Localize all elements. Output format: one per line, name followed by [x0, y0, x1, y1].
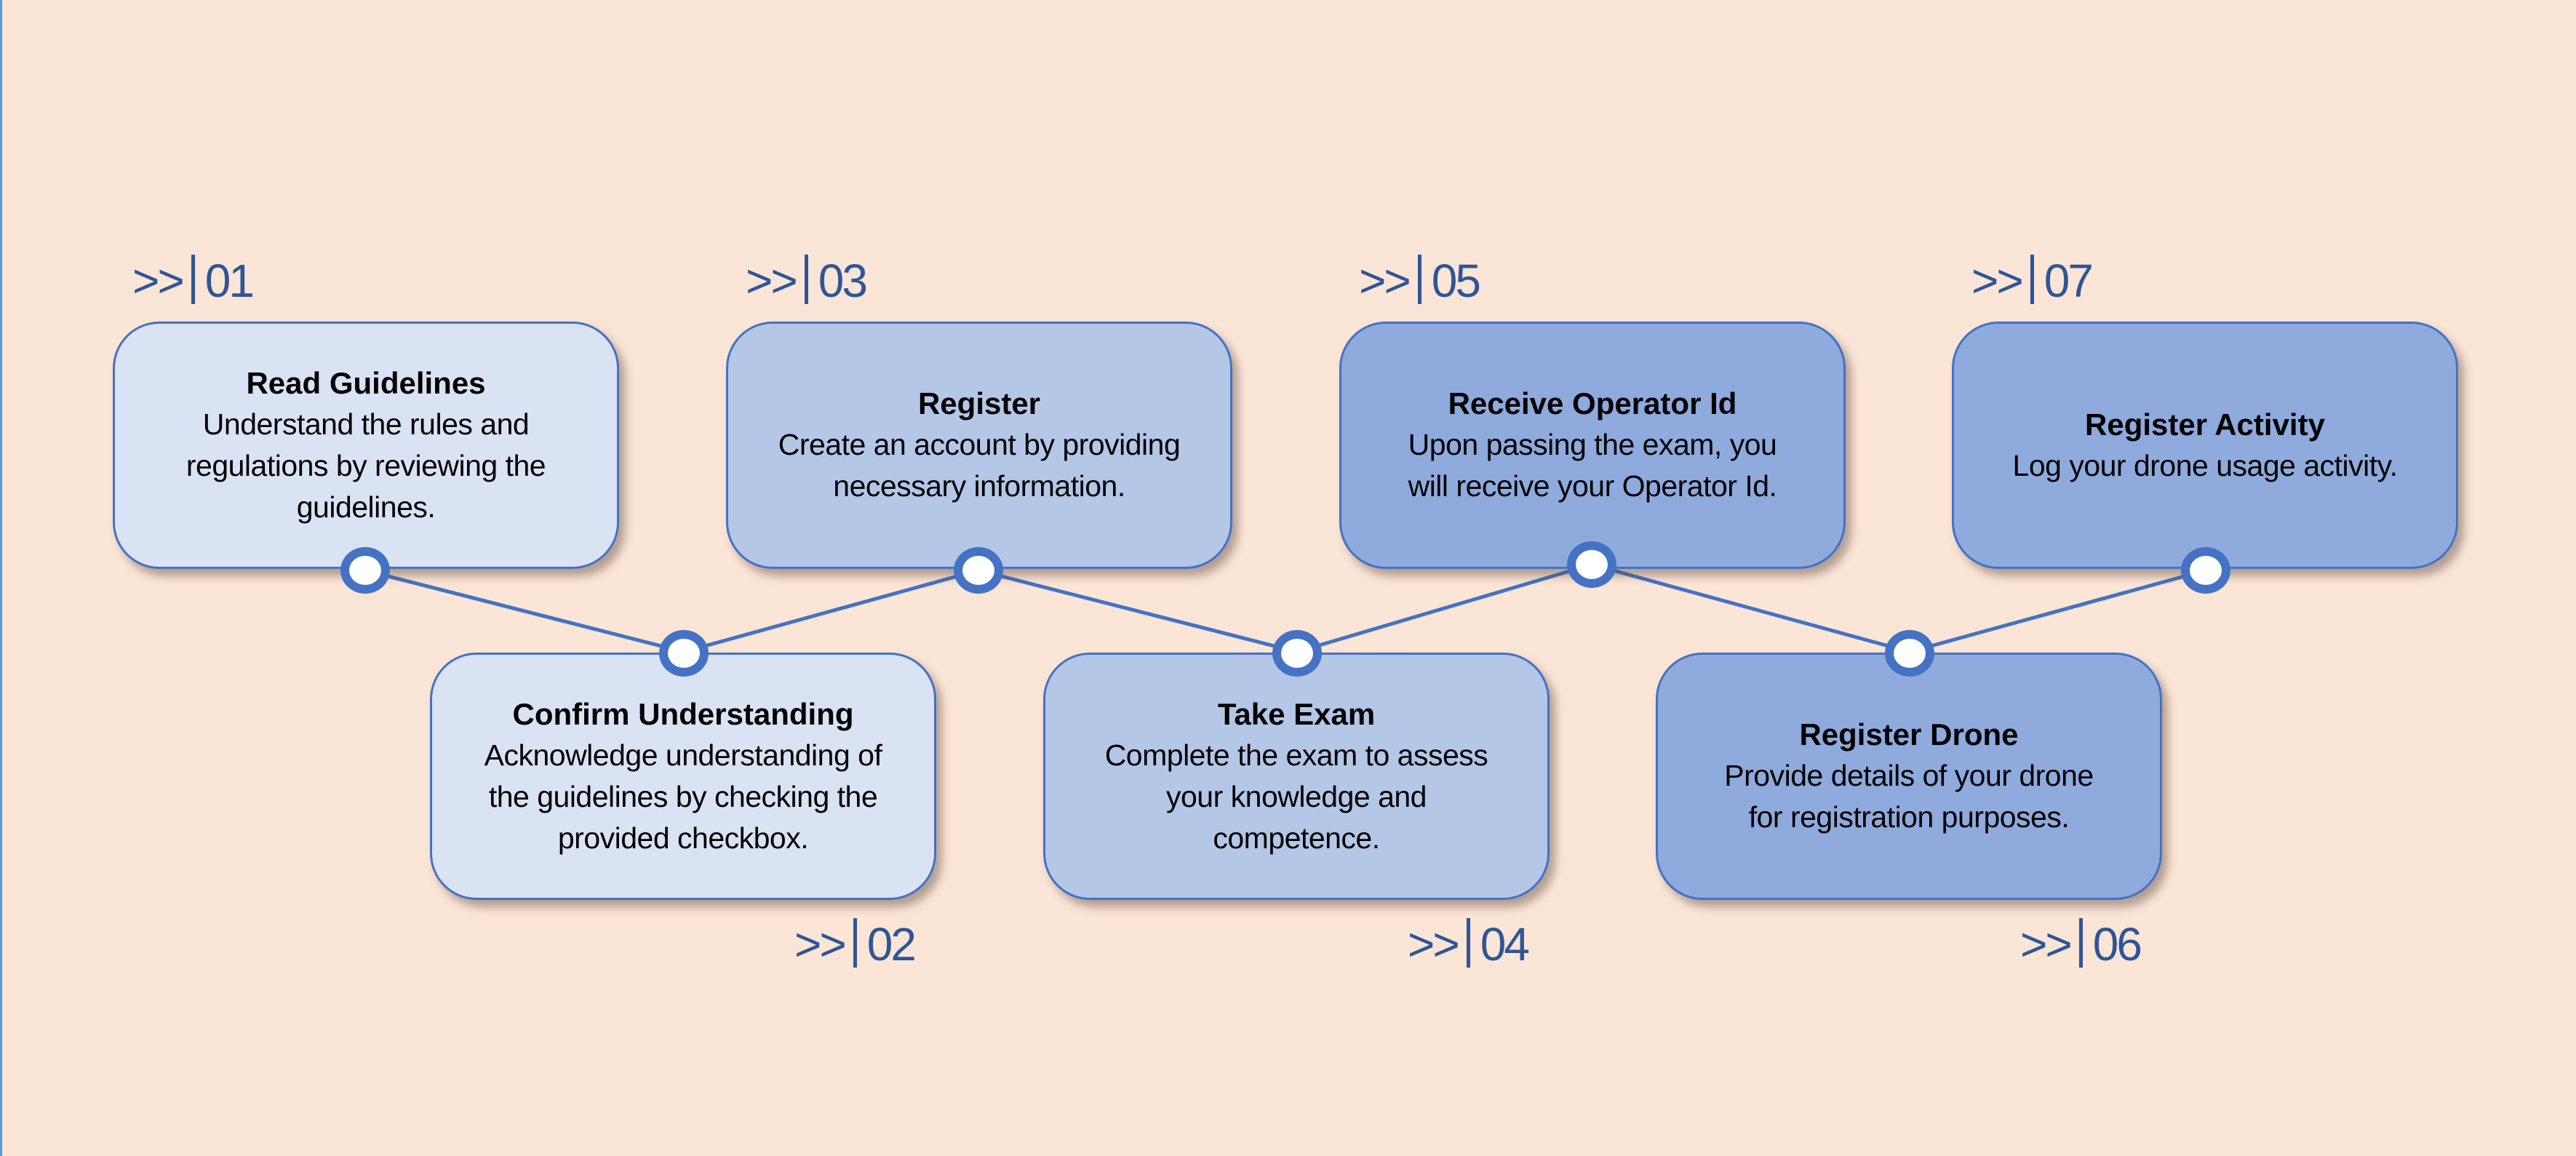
node-circle — [659, 630, 709, 677]
chevron-icon: >> — [794, 918, 847, 970]
step-card-confirm-understanding: Confirm Understanding Acknowledge unders… — [430, 653, 936, 900]
chevron-icon: >> — [1971, 255, 2024, 307]
node-circle — [340, 547, 390, 594]
step-title: Confirm Understanding — [512, 696, 854, 731]
step-number-01: >>01 — [132, 255, 255, 307]
chevron-icon: >> — [746, 255, 798, 307]
node-circle — [1272, 630, 1322, 677]
step-number-04: >>04 — [1408, 918, 1530, 970]
divider-bar — [1466, 918, 1470, 968]
step-number-02: >>02 — [794, 918, 917, 970]
step-number-03: >>03 — [746, 255, 868, 307]
left-edge-line — [0, 0, 2, 1156]
step-card-register-activity: Register Activity Log your drone usage a… — [1952, 322, 2458, 569]
chevron-icon: >> — [2020, 918, 2073, 970]
node-circle — [954, 547, 1003, 594]
divider-bar — [2078, 918, 2083, 968]
divider-bar — [2030, 255, 2034, 304]
step-description: Understand the rules and regulations by … — [186, 407, 546, 524]
node-circle — [1885, 630, 1934, 677]
divider-bar — [804, 255, 808, 304]
step-description: Complete the exam to assess your knowled… — [1104, 738, 1488, 855]
step-description: Acknowledge understanding of the guideli… — [484, 738, 882, 855]
step-card-receive-operator-id: Receive Operator Id Upon passing the exa… — [1339, 322, 1846, 569]
step-description: Create an account by providing necessary… — [778, 428, 1181, 503]
step-title: Receive Operator Id — [1448, 386, 1737, 420]
step-card-register-drone: Register Drone Provide details of your d… — [1656, 653, 2162, 900]
chevron-icon: >> — [132, 255, 185, 307]
step-title: Register Activity — [2085, 407, 2325, 442]
step-card-take-exam: Take Exam Complete the exam to assess yo… — [1043, 653, 1550, 900]
step-title: Register — [917, 386, 1041, 420]
divider-bar — [191, 255, 195, 304]
node-circle — [1567, 541, 1616, 588]
step-description: Log your drone usage activity. — [2012, 448, 2398, 482]
step-number-07: >>07 — [1971, 255, 2094, 307]
step-number-06: >>06 — [2020, 918, 2142, 970]
step-description: Provide details of your drone for regist… — [1724, 759, 2094, 834]
step-card-read-guidelines: Read Guidelines Understand the rules and… — [113, 322, 619, 569]
step-card-register: Register Create an account by providing … — [726, 322, 1232, 569]
step-number-05: >>05 — [1359, 255, 1481, 307]
step-title: Take Exam — [1217, 696, 1376, 731]
step-description: Upon passing the exam, you will receive … — [1408, 428, 1777, 503]
divider-bar — [853, 918, 857, 968]
divider-bar — [1417, 255, 1421, 304]
step-title: Read Guidelines — [246, 365, 486, 400]
node-circle — [2181, 547, 2230, 594]
chevron-icon: >> — [1408, 918, 1460, 970]
step-title: Register Drone — [1799, 717, 2019, 752]
chevron-icon: >> — [1359, 255, 1411, 307]
